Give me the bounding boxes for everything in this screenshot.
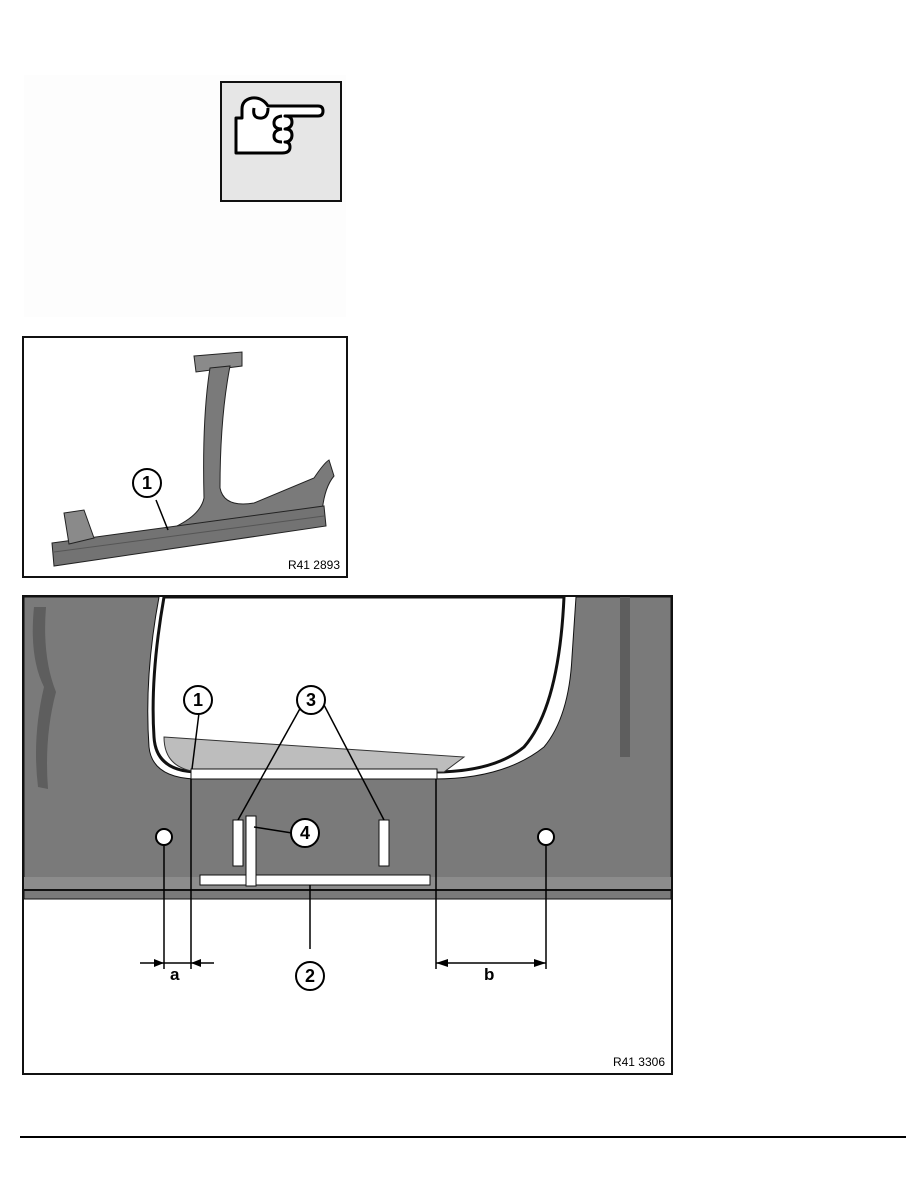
callout-3: 3	[296, 685, 326, 715]
figure-code: R41 2893	[287, 558, 340, 572]
figure-sill-cut-detail: 1 2 3 4 a b R41 3306	[22, 595, 673, 1075]
dimension-b-label: b	[484, 965, 495, 984]
sill-cut-illustration	[24, 597, 671, 969]
callout-4: 4	[290, 818, 320, 848]
figure-code: R41 3306	[612, 1055, 665, 1069]
note-icon-box	[220, 81, 342, 202]
callout-2: 2	[295, 961, 325, 991]
dimension-a-label: a	[170, 965, 180, 984]
callout-1: 1	[132, 468, 162, 498]
pointing-hand-icon	[234, 96, 325, 155]
footer-rule	[20, 1136, 906, 1138]
callout-1: 1	[183, 685, 213, 715]
figure-side-frame-overview: 1 R41 2893	[22, 336, 348, 578]
side-frame-illustration	[51, 351, 335, 567]
